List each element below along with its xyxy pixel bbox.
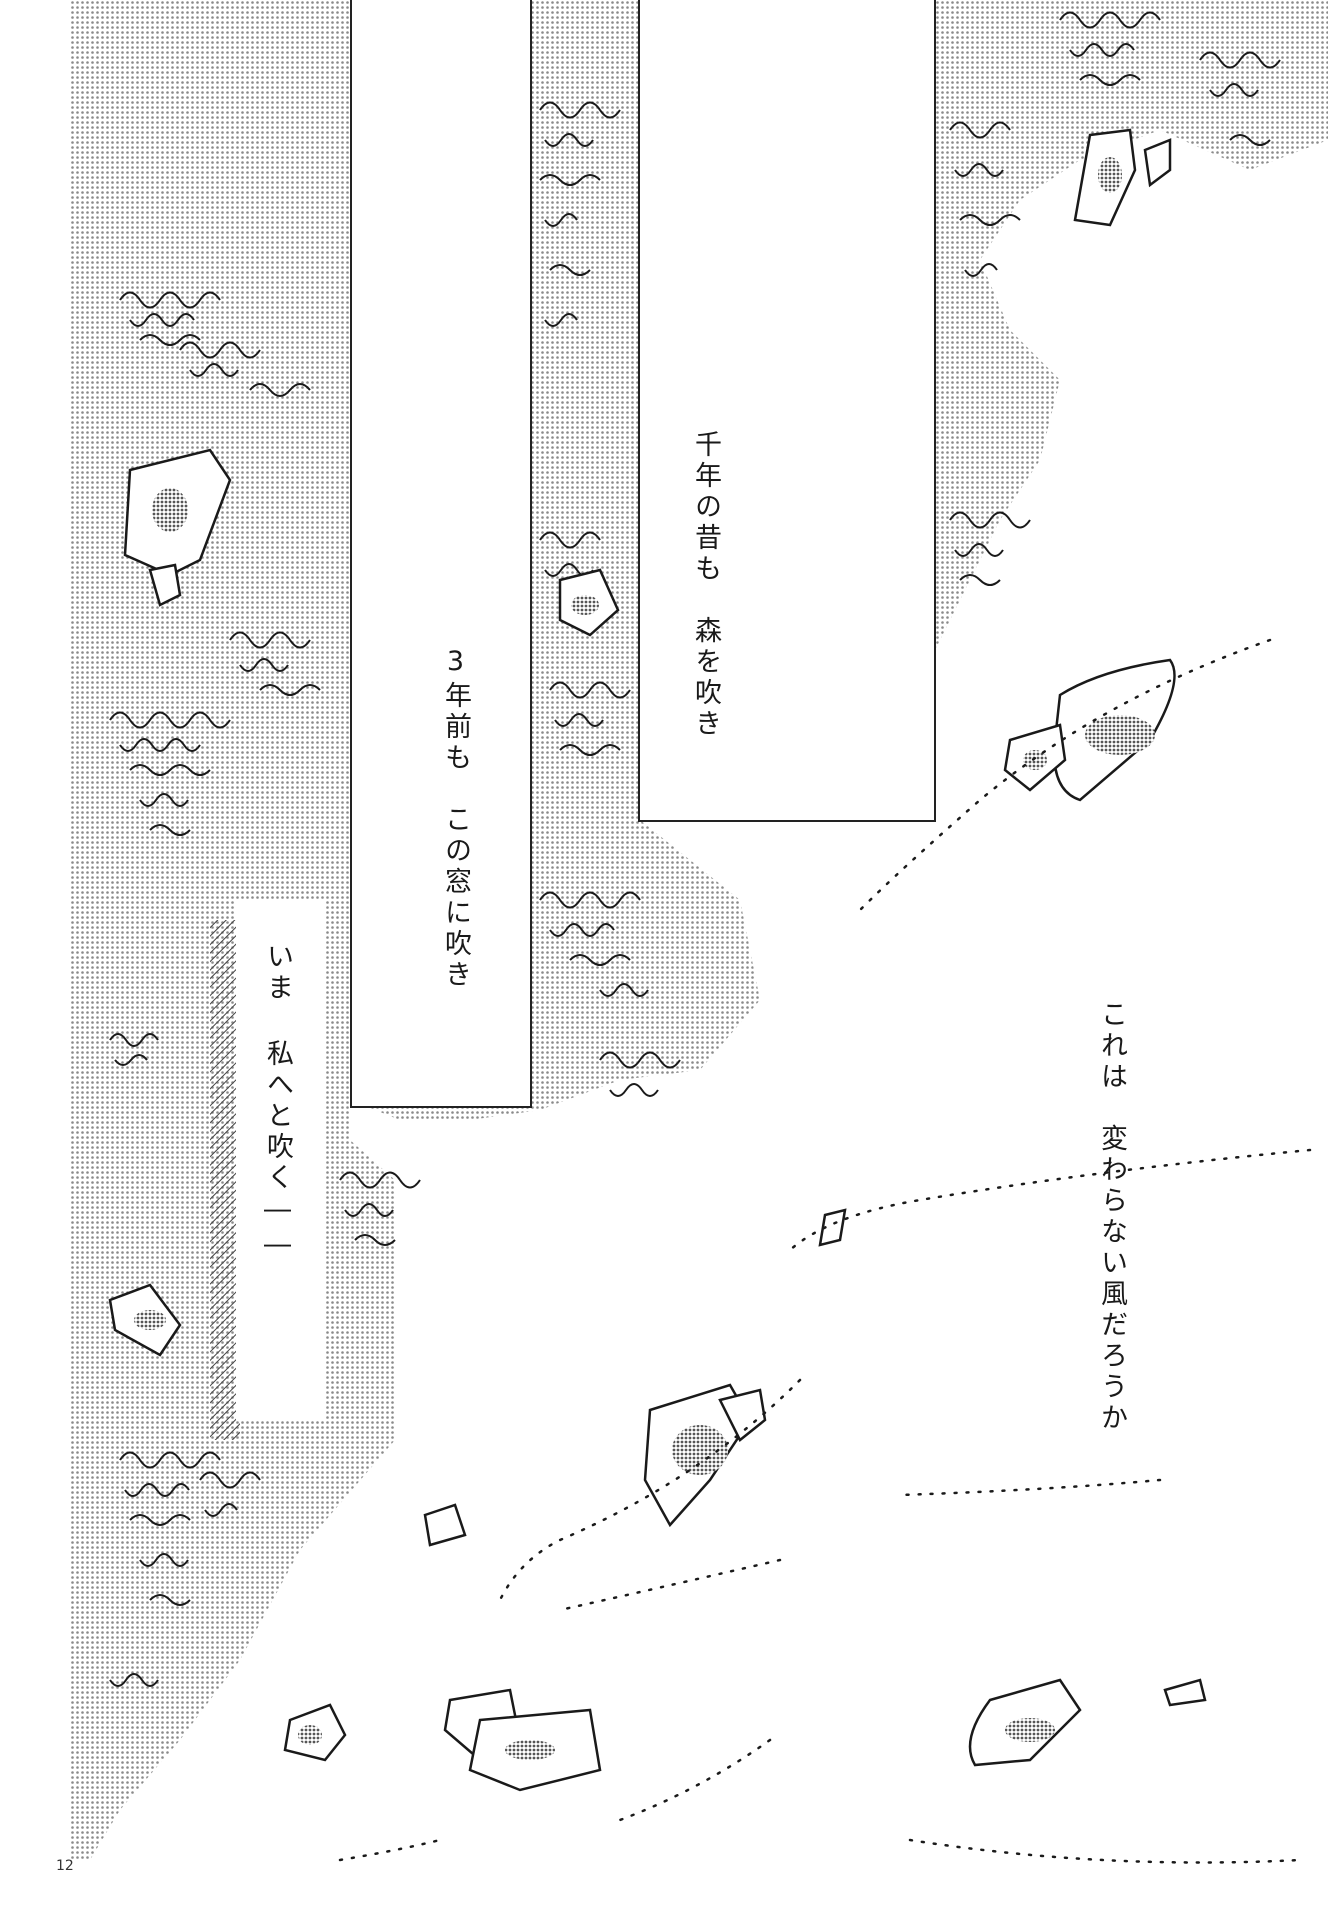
page-number: 12: [56, 1858, 74, 1874]
caption-box-left: いま 私へと吹く――: [236, 900, 326, 1420]
caption-box-middle: 3年前も この窓に吹き: [350, 0, 532, 1108]
caption-text-top-right: 千年の昔も 森を吹き: [690, 430, 721, 740]
caption-box-top-right: 千年の昔も 森を吹き: [638, 0, 936, 822]
right-screentone-area: [930, 0, 1328, 660]
caption-text-middle: 3年前も この窓に吹き: [440, 646, 471, 991]
foliage-clusters: [109, 11, 1281, 1687]
caption-text-left: いま 私へと吹く――: [262, 942, 293, 1264]
stone-shading: [134, 157, 1155, 1760]
path-edges: [338, 638, 1312, 1864]
caption-text-bottom-right: これは 変わらない風だろうか: [1096, 1000, 1127, 1434]
caption-shadow-hatch: [210, 920, 240, 1440]
